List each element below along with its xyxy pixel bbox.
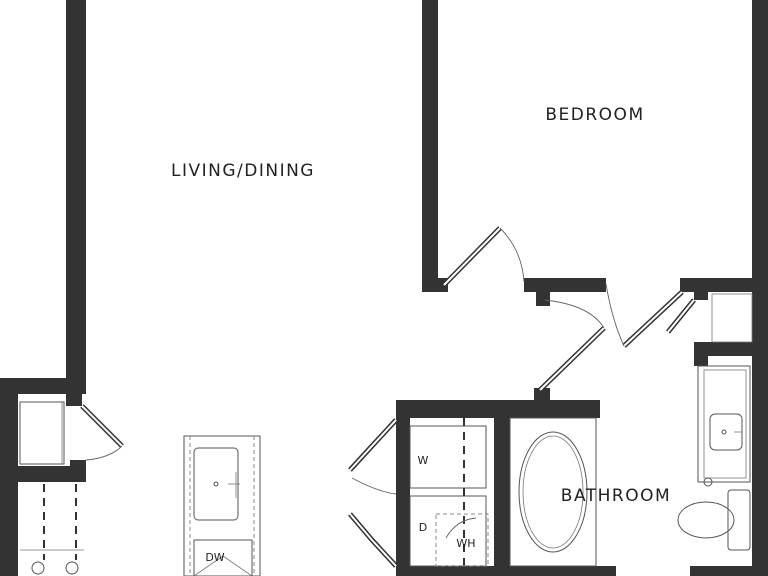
laundry-door-swing [351,477,397,495]
laundry-bifold-lower-inner [349,513,397,567]
toilet-bowl [677,501,735,539]
coat-door-leaf-inner [81,405,123,447]
bedroom-closet [711,293,753,343]
bathtub-basin [518,431,588,553]
bathroom-label: BATHROOM [561,486,671,506]
closet-door-swing [605,283,625,347]
bedroom-door-leaf-inner [443,227,501,286]
living-dining-label: LIVING/DINING [171,161,315,181]
bathtub-basin-inner [522,435,584,549]
bedroom-left-foot [422,278,448,292]
lower-left-wall [0,378,86,394]
bedroom-door-jamb [536,278,550,306]
dryer-label: D [419,521,427,534]
toilet-tank [727,489,751,551]
bath-right-jamb [694,342,708,366]
dishwasher-x1 [193,555,224,576]
range-burner-1 [31,561,45,575]
coat-closet [19,401,65,465]
laundry-left-wall [396,400,410,576]
dishwasher-label: DW [205,551,224,564]
water-heater-box [435,513,489,567]
bath-sink-drain [721,429,727,435]
kitchen-island [183,435,261,576]
hall-door-leaf-inner [539,327,605,391]
dishwasher-x2 [222,555,253,576]
hall-door-swing [544,299,605,329]
closet-top-stub [66,394,82,406]
bedroom-door-swing [499,227,525,283]
sink-drain [213,481,219,487]
linen-door-leaf-inner [667,299,695,333]
bedroom-left-wall [422,0,438,292]
water-heater-arc [445,517,477,539]
bath-top-jamb [534,388,550,418]
bath-bottom-wall [396,566,616,576]
bath-right-stub-top [694,342,768,356]
bathtub [509,417,597,567]
washer-label: W [418,454,429,467]
vanity-knob [703,477,713,487]
laundry-bifold-upper-inner [349,419,397,471]
closet-bottom-wall [0,466,86,482]
doors [80,226,696,568]
water-heater-label: WH [456,537,475,550]
living-left-wall [66,0,86,394]
range-burner-2 [65,561,79,575]
washer [409,425,487,489]
dishwasher [193,539,253,576]
bath-right-lower-wall [690,566,768,576]
bath-vanity-inner [703,369,747,479]
fixtures [19,293,753,576]
closet-door-leaf-inner [623,291,683,347]
labels: LIVING/DINING BEDROOM BATHROOM W D WH DW [171,105,671,564]
coat-door-swing [85,445,123,461]
laundry-right-wall [494,400,510,576]
closet-jamb [694,278,708,300]
closet-right-stub [70,460,86,482]
bedroom-label: BEDROOM [545,105,644,125]
bath-vanity [697,365,751,483]
bedroom-bottom-wall-b [680,278,768,292]
